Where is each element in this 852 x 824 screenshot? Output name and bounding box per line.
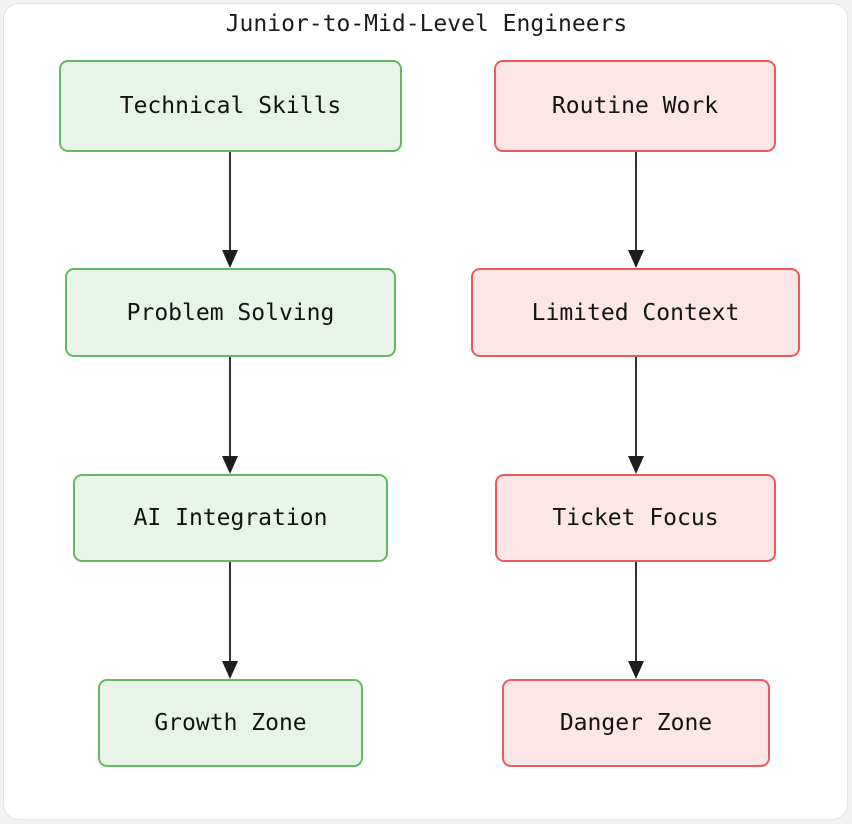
node-label: AI Integration (133, 505, 328, 531)
edge-problem-solving-to-ai-integration (222, 357, 238, 474)
node-label: Problem Solving (126, 299, 335, 326)
node-danger-zone[interactable]: Danger Zone (502, 679, 770, 767)
diagram-card: Junior-to-Mid-Level Engineers Technical … (3, 3, 848, 820)
edge-technical-skills-to-problem-solving (222, 152, 238, 268)
edge-ai-integration-to-growth-zone (222, 562, 238, 679)
node-technical-skills[interactable]: Technical Skills (59, 60, 402, 152)
node-label: Routine Work (551, 93, 719, 119)
diagram-title: Junior-to-Mid-Level Engineers (225, 11, 628, 37)
edge-limited-context-to-ticket-focus (628, 357, 644, 474)
node-growth-zone[interactable]: Growth Zone (98, 679, 363, 767)
node-limited-context[interactable]: Limited Context (471, 268, 800, 357)
node-ticket-focus[interactable]: Ticket Focus (495, 474, 776, 562)
node-label: Ticket Focus (552, 505, 719, 531)
edge-routine-work-to-limited-context (628, 152, 644, 268)
node-routine-work[interactable]: Routine Work (494, 60, 776, 152)
node-label: Technical Skills (119, 93, 342, 119)
node-label: Danger Zone (559, 710, 713, 736)
edge-ticket-focus-to-danger-zone (628, 562, 644, 679)
node-problem-solving[interactable]: Problem Solving (65, 268, 396, 357)
node-label: Growth Zone (154, 710, 307, 736)
node-ai-integration[interactable]: AI Integration (73, 474, 388, 562)
node-label: Limited Context (531, 299, 740, 326)
